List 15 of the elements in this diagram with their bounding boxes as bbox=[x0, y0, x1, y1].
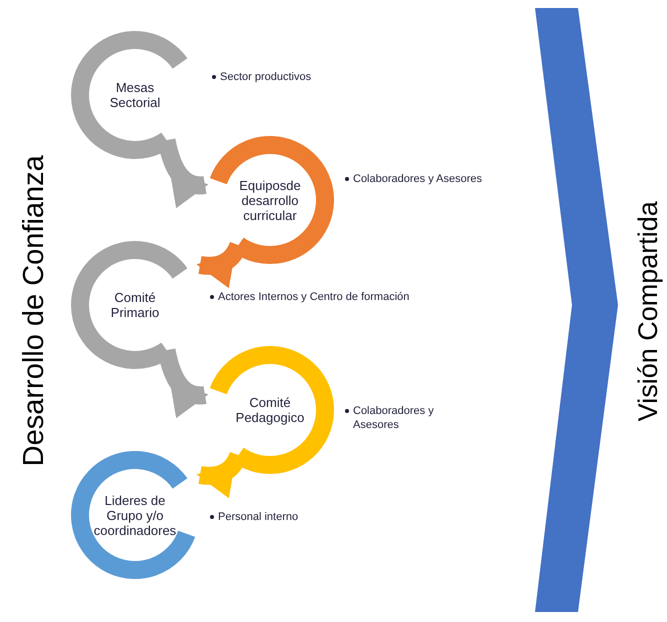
bullet-text: Actores Internos y Centro de formación bbox=[218, 290, 410, 304]
bullet-text: Sector productivos bbox=[220, 70, 312, 84]
bullet-text: Personal interno bbox=[218, 510, 298, 524]
side-heading: Desarrollo de Confianza bbox=[17, 155, 52, 467]
chevron-shape bbox=[535, 8, 618, 612]
side-heading: Visión Compartida bbox=[632, 200, 664, 422]
bullet-text: Colaboradores y Asesores bbox=[353, 404, 435, 432]
node-title: Comité Pedagogico bbox=[234, 395, 306, 425]
bullet-text: Colaboradores y Asesores bbox=[353, 172, 482, 186]
curved-arrow bbox=[158, 348, 209, 416]
curved-arrow bbox=[158, 138, 209, 206]
node-title: Lideres de Grupo y/o coordinadores bbox=[92, 492, 178, 538]
node-title: Mesas Sectorial bbox=[108, 80, 162, 110]
node-title: Equiposde desarrollo curricular bbox=[238, 178, 302, 222]
node-title: Comité Primario bbox=[110, 290, 160, 320]
